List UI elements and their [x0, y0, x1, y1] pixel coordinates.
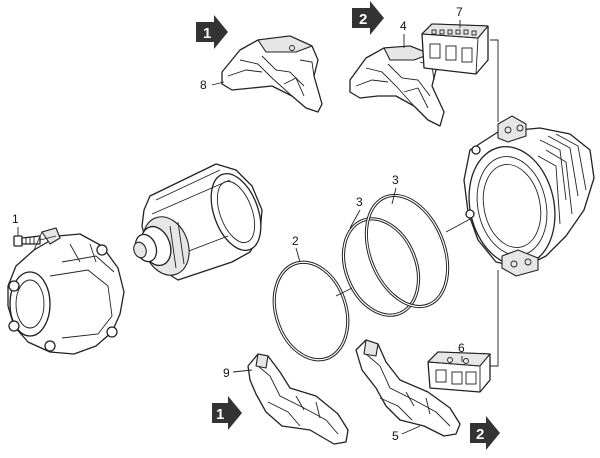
bracket-part-8	[221, 35, 323, 113]
callout-5: 5	[392, 429, 399, 443]
badge-top-right-number: 2	[359, 11, 367, 28]
badge-top-left: 1	[196, 15, 228, 49]
bracket-part-9	[247, 353, 349, 445]
bracket-part-4	[349, 45, 445, 127]
badge-bottom-right: 2	[470, 416, 500, 450]
badge-top-left-number: 1	[203, 25, 211, 42]
rotor-armature	[133, 163, 263, 281]
leader-lines	[17, 20, 499, 435]
callout-4: 4	[400, 19, 407, 33]
o-ring-part-3-front	[341, 217, 421, 317]
badge-bottom-left: 1	[212, 396, 242, 430]
o-ring-part-2	[272, 260, 350, 362]
callout-6: 6	[458, 341, 465, 355]
callout-1: 1	[12, 212, 19, 226]
end-cap-housing	[7, 227, 125, 355]
callout-2: 2	[292, 234, 299, 248]
terminal-block-part-7	[421, 23, 489, 75]
callout-3-front: 3	[356, 195, 363, 209]
callout-7: 7	[456, 5, 463, 19]
terminal-block-part-6	[427, 351, 491, 393]
o-ring-part-3-back	[364, 193, 450, 309]
callout-8: 8	[200, 78, 207, 92]
bracket-part-5	[355, 339, 461, 437]
callout-3-back: 3	[392, 173, 399, 187]
badge-top-right: 2	[352, 1, 384, 35]
badge-bottom-left-number: 1	[216, 406, 224, 423]
screw-part-1	[13, 235, 41, 247]
badge-bottom-right-number: 2	[476, 426, 484, 443]
callout-9: 9	[223, 366, 230, 380]
motor-housing	[463, 115, 595, 277]
